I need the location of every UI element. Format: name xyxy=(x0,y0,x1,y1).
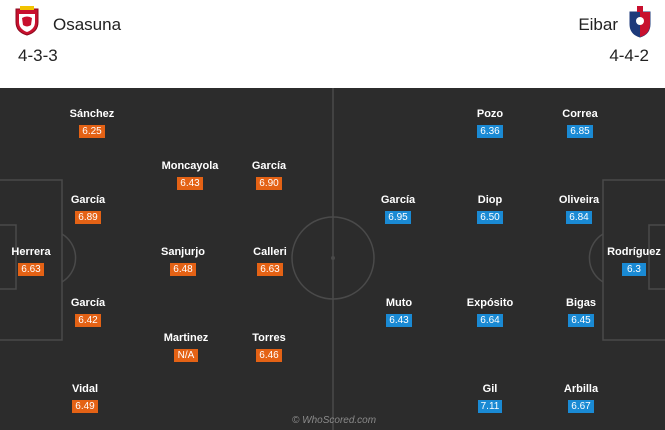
player-name: Calleri xyxy=(253,246,287,258)
player-name: Diop xyxy=(477,194,503,206)
away-team-name: Eibar xyxy=(578,15,618,34)
player-name: García xyxy=(70,194,106,206)
away-formation: 4-4-2 xyxy=(609,46,649,65)
rating-badge: 6.64 xyxy=(477,314,503,327)
rating-badge: 6.45 xyxy=(568,314,594,327)
pitch: Sánchez 6.25 Moncayola 6.43 García 6.90 … xyxy=(0,88,665,430)
rating-badge: 6.49 xyxy=(72,400,98,413)
rating-badge: N/A xyxy=(174,349,198,362)
away-player-arbilla[interactable]: Arbilla 6.67 xyxy=(541,383,621,414)
player-name: Expósito xyxy=(466,297,514,309)
player-name: Herrera xyxy=(11,246,51,258)
rating-badge: 6.3 xyxy=(622,263,646,276)
osasuna-crest-icon xyxy=(15,6,39,36)
player-name: Moncayola xyxy=(161,160,219,172)
whoscored-watermark: © WhoScored.com xyxy=(292,415,377,426)
rating-badge: 6.84 xyxy=(566,211,592,224)
away-player-garcia[interactable]: García 6.95 xyxy=(358,194,438,225)
rating-badge: 6.67 xyxy=(568,400,594,413)
rating-badge: 6.95 xyxy=(385,211,411,224)
player-name: Bigas xyxy=(566,297,596,309)
home-player-garcia-mid[interactable]: García 6.90 xyxy=(229,160,309,191)
player-name: Pozo xyxy=(476,108,504,120)
away-player-exposito[interactable]: Expósito 6.64 xyxy=(450,297,530,328)
away-player-bigas[interactable]: Bigas 6.45 xyxy=(541,297,621,328)
home-player-martinez[interactable]: Martinez N/A xyxy=(146,332,226,363)
pitch-markings xyxy=(0,88,665,430)
player-name: Oliveira xyxy=(558,194,600,206)
rating-badge: 6.89 xyxy=(75,211,101,224)
home-player-vidal[interactable]: Vidal 6.49 xyxy=(45,383,125,414)
away-player-correa[interactable]: Correa 6.85 xyxy=(540,108,620,139)
home-player-garcia-def[interactable]: García 6.89 xyxy=(48,194,128,225)
away-player-gil[interactable]: Gil 7.11 xyxy=(450,383,530,414)
rating-badge: 6.25 xyxy=(79,125,105,138)
away-player-diop[interactable]: Diop 6.50 xyxy=(450,194,530,225)
player-name: García xyxy=(380,194,416,206)
home-player-torres[interactable]: Torres 6.46 xyxy=(229,332,309,363)
player-name: Muto xyxy=(385,297,413,309)
home-player-calleri[interactable]: Calleri 6.63 xyxy=(230,246,310,277)
rating-badge: 6.46 xyxy=(256,349,282,362)
rating-badge: 6.63 xyxy=(18,263,44,276)
player-name: Sanjurjo xyxy=(160,246,205,258)
player-name: Rodríguez xyxy=(607,246,661,258)
rating-badge: 6.48 xyxy=(170,263,196,276)
away-player-oliveira[interactable]: Oliveira 6.84 xyxy=(539,194,619,225)
rating-badge: 6.42 xyxy=(75,314,101,327)
rating-badge: 6.50 xyxy=(477,211,503,224)
eibar-crest-icon xyxy=(629,6,651,38)
rating-badge: 7.11 xyxy=(477,400,503,413)
player-name: Sánchez xyxy=(69,108,115,120)
player-name: Martinez xyxy=(163,332,209,344)
player-name: García xyxy=(70,297,106,309)
home-team-name: Osasuna xyxy=(53,15,122,34)
home-player-moncayola[interactable]: Moncayola 6.43 xyxy=(150,160,230,191)
rating-badge: 6.85 xyxy=(567,125,593,138)
home-player-garcia-back[interactable]: García 6.42 xyxy=(48,297,128,328)
player-name: Torres xyxy=(252,332,286,344)
player-name: Gil xyxy=(482,383,498,395)
rating-badge: 6.43 xyxy=(386,314,412,327)
away-player-pozo[interactable]: Pozo 6.36 xyxy=(450,108,530,139)
player-name: Arbilla xyxy=(563,383,599,395)
rating-badge: 6.36 xyxy=(477,125,503,138)
player-name: Vidal xyxy=(71,383,99,395)
home-formation: 4-3-3 xyxy=(18,46,58,65)
rating-badge: 6.43 xyxy=(177,177,203,190)
home-player-herrera[interactable]: Herrera 6.63 xyxy=(0,246,71,277)
away-player-muto[interactable]: Muto 6.43 xyxy=(359,297,439,328)
home-player-sanchez[interactable]: Sánchez 6.25 xyxy=(52,108,132,139)
rating-badge: 6.90 xyxy=(256,177,282,190)
player-name: García xyxy=(251,160,287,172)
player-name: Correa xyxy=(562,108,598,120)
home-player-sanjurjo[interactable]: Sanjurjo 6.48 xyxy=(143,246,223,277)
match-header: Osasuna 4-3-3 Eibar 4-4-2 xyxy=(0,0,665,88)
rating-badge: 6.63 xyxy=(257,263,283,276)
away-player-rodriguez[interactable]: Rodríguez 6.3 xyxy=(594,246,665,277)
